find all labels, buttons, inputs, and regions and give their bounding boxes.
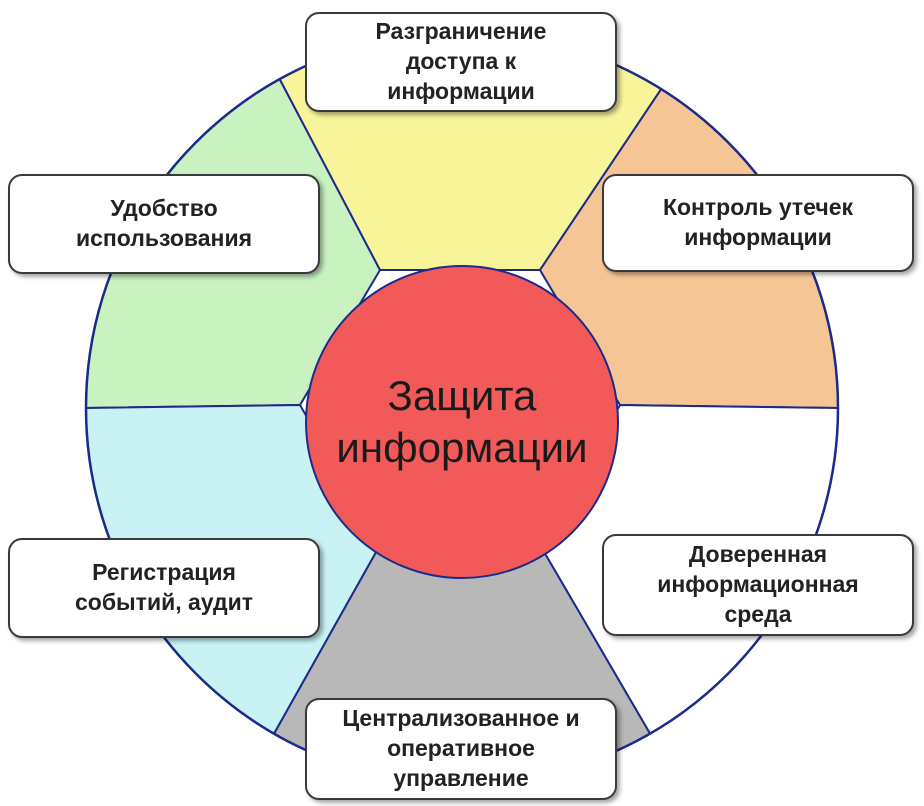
label-box-event-registration: Регистрация событий, аудит xyxy=(8,538,320,638)
label-box-leak-control: Контроль утечек информации xyxy=(602,174,914,272)
label-box-trusted-environment: Доверенная информационная среда xyxy=(602,534,914,636)
label-box-central-management: Централизованное и оперативное управлени… xyxy=(305,698,617,800)
center-circle xyxy=(305,265,619,579)
center-title: Защита информации xyxy=(336,371,588,472)
label-box-access-control: Разграничение доступа к информации xyxy=(305,12,617,112)
label-box-usability: Удобство использования xyxy=(8,174,320,274)
